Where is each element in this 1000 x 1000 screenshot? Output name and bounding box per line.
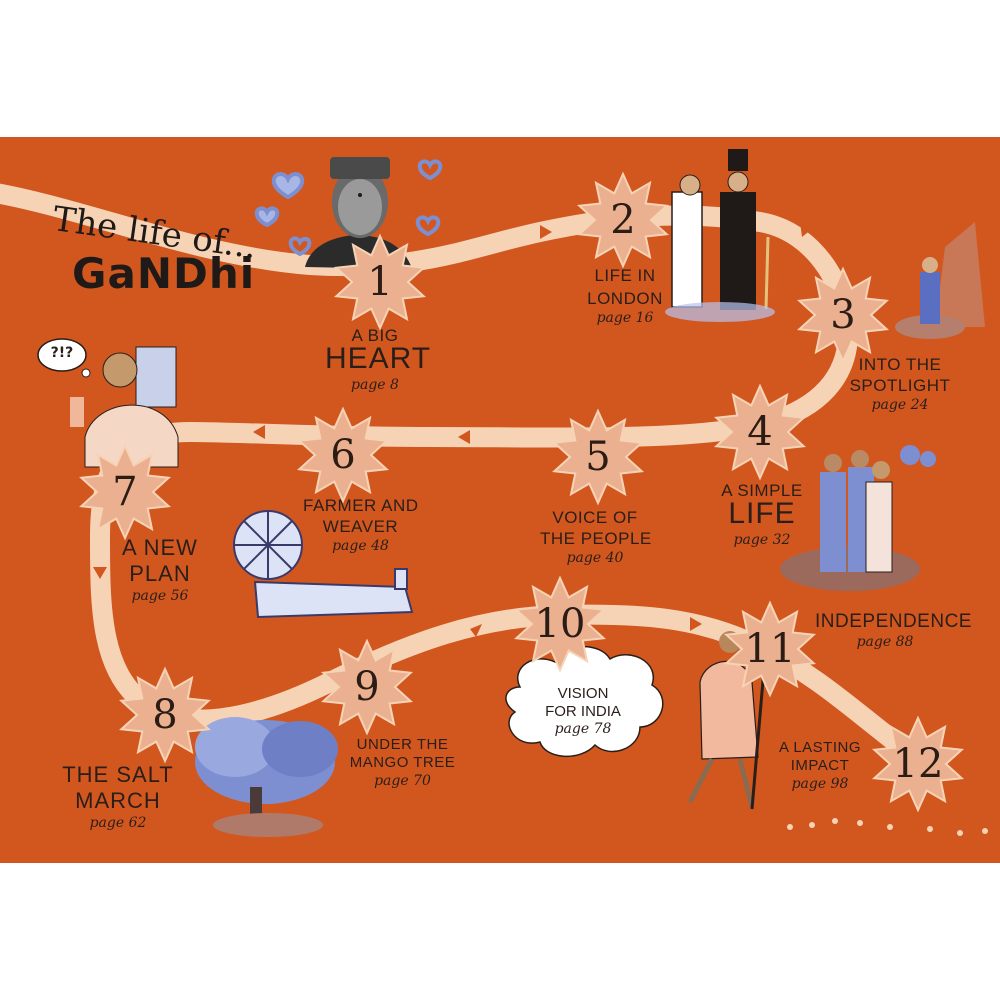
- stop-9-page: page 70: [374, 773, 431, 789]
- stop-number-11: 11: [745, 626, 796, 672]
- stop-marker-5[interactable]: 5: [551, 408, 645, 506]
- stop-6-page: page 48: [332, 538, 389, 554]
- stop-12-line-2: IMPACT: [790, 757, 850, 774]
- stop-1-label[interactable]: A BIG HEART page 8: [325, 326, 432, 393]
- stop-marker-4[interactable]: 4: [713, 383, 807, 481]
- stop-6-line-2: WEAVER: [322, 517, 399, 536]
- stop-1-line-1: A BIG: [351, 326, 399, 345]
- stop-2-label[interactable]: LIFE IN LONDON page 16: [575, 267, 675, 325]
- star-shape-3: [796, 266, 890, 364]
- stop-9-line-2: MANGO TREE: [349, 754, 456, 771]
- stop-8-page: page 62: [89, 815, 147, 831]
- stop-10-page: page 78: [554, 721, 612, 737]
- stop-4-line-1: A SIMPLE: [721, 481, 803, 500]
- stop-1-big: HEART: [325, 342, 432, 375]
- stop-7-label[interactable]: A NEW PLAN page 56: [115, 535, 205, 604]
- thinking-gandhi-illustration: [37, 338, 179, 468]
- stop-8-line-1: THE SALT: [62, 762, 174, 787]
- stop-4-label[interactable]: A SIMPLE LIFE page 32: [712, 482, 812, 547]
- star-shape-5: [551, 408, 645, 506]
- star-shape-11: [723, 600, 817, 698]
- thought-bubble-text: ?!?: [50, 345, 74, 361]
- stop-4-page: page 32: [733, 532, 791, 548]
- stop-2-page: page 16: [596, 310, 654, 326]
- stop-2-line-2: LONDON: [587, 289, 663, 308]
- stop-5-page: page 40: [566, 550, 624, 566]
- star-shape-8: [118, 666, 212, 764]
- stop-number-2: 2: [610, 197, 635, 243]
- mango-tree-illustration: [195, 717, 338, 837]
- stop-12-line-1: A LASTING: [778, 739, 862, 756]
- stop-marker-7[interactable]: 7: [78, 443, 172, 541]
- path-arrows: [93, 222, 812, 637]
- stop-11-line-1: INDEPENDENCE: [815, 611, 972, 632]
- stop-6-line-1: FARMER AND: [303, 496, 419, 515]
- stop-10-label[interactable]: VISION FOR INDIA page 78: [508, 685, 658, 738]
- stop-number-4: 4: [747, 409, 772, 455]
- star-shape-6: [296, 406, 390, 504]
- spotlight-speaker-illustration: [895, 222, 985, 339]
- stop-3-line-2: SPOTLIGHT: [849, 376, 951, 395]
- stop-10-line-1: VISION: [557, 685, 609, 702]
- stop-10-line-2: FOR INDIA: [545, 703, 621, 720]
- stop-1-page: page 8: [351, 377, 399, 393]
- stop-number-7: 7: [112, 469, 137, 515]
- stop-marker-3[interactable]: 3: [796, 266, 890, 364]
- star-shape-2: [576, 171, 670, 269]
- stop-3-label[interactable]: INTO THE SPOTLIGHT page 24: [845, 356, 955, 412]
- star-shape-1: [333, 233, 427, 331]
- stop-11-label[interactable]: INDEPENDENCE page 88: [815, 611, 972, 650]
- spinning-wheel-illustration: [233, 510, 414, 619]
- stop-12-page: page 98: [791, 776, 849, 792]
- title-line-2: GaNDhi: [72, 249, 256, 298]
- stop-marker-2[interactable]: 2: [576, 171, 670, 269]
- stop-6-label[interactable]: FARMER AND WEAVER page 48: [303, 497, 418, 553]
- london-men-illustration: [665, 149, 775, 322]
- stop-number-12: 12: [893, 741, 944, 787]
- stop-marker-11[interactable]: 11: [723, 600, 817, 698]
- stop-marker-9[interactable]: 9: [320, 638, 414, 736]
- stop-number-1: 1: [367, 259, 392, 305]
- stop-5-label[interactable]: VOICE OF THE PEOPLE page 40: [540, 508, 652, 566]
- stop-number-5: 5: [585, 434, 610, 480]
- stop-number-3: 3: [830, 292, 855, 338]
- stop-marker-1[interactable]: 1: [333, 233, 427, 331]
- star-shape-9: [320, 638, 414, 736]
- stop-marker-8[interactable]: 8: [118, 666, 212, 764]
- heart-icons: [254, 159, 443, 257]
- stop-12-label[interactable]: A LASTING IMPACT page 98: [770, 740, 870, 791]
- star-shape-7: [78, 443, 172, 541]
- stop-8-line-2: MARCH: [75, 788, 161, 813]
- stop-7-line-1: A NEW: [122, 535, 198, 560]
- stop-3-page: page 24: [871, 397, 929, 413]
- stop-marker-12[interactable]: 12: [871, 715, 965, 813]
- stop-9-line-1: UNDER THE: [356, 736, 449, 753]
- stop-8-label[interactable]: THE SALT MARCH page 62: [58, 762, 178, 831]
- star-shape-10: [513, 575, 607, 673]
- stop-3-line-1: INTO THE: [858, 355, 942, 374]
- star-shape-12: [871, 715, 965, 813]
- stop-marker-10[interactable]: 10: [513, 575, 607, 673]
- stop-9-label[interactable]: UNDER THE MANGO TREE page 70: [345, 737, 460, 788]
- stop-7-line-2: PLAN: [129, 561, 191, 586]
- stop-number-6: 6: [330, 432, 355, 478]
- stop-7-page: page 56: [131, 588, 189, 604]
- stop-number-10: 10: [535, 601, 586, 647]
- star-shape-4: [713, 383, 807, 481]
- stop-number-9: 9: [354, 664, 379, 710]
- stop-2-line-1: LIFE IN: [594, 266, 656, 285]
- stop-number-8: 8: [152, 692, 177, 738]
- stop-marker-6[interactable]: 6: [296, 406, 390, 504]
- stop-11-page: page 88: [856, 634, 914, 650]
- stop-4-big: LIFE: [728, 497, 796, 530]
- stop-5-line-1: VOICE OF: [552, 508, 638, 527]
- stop-5-line-2: THE PEOPLE: [540, 529, 652, 548]
- three-men-illustration: [780, 445, 936, 591]
